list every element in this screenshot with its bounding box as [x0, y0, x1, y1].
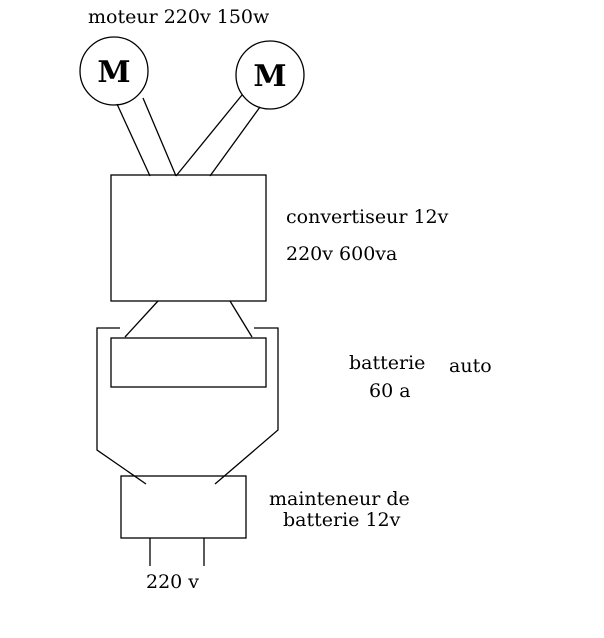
- motor-left-label: M: [97, 55, 130, 90]
- converter-battery-cable-left: [124, 300, 159, 338]
- converter-label-line2: 220v 600va: [286, 243, 397, 265]
- motor-cables: [116, 94, 261, 177]
- motor-right-cable-b: [209, 106, 261, 177]
- converter-box: [110, 174, 267, 302]
- converter-battery-cables: [124, 300, 253, 338]
- battery-outline-left: [96, 327, 147, 485]
- motor-left: M: [79, 36, 149, 106]
- maintainer-box: [120, 475, 247, 539]
- converter-battery-cable-right: [229, 300, 253, 338]
- motor-right-label: M: [253, 59, 286, 94]
- battery-outline-right: [214, 327, 279, 485]
- motor-right-circle: [235, 40, 305, 110]
- converter-label-line1: convertiseur 12v: [286, 206, 449, 228]
- mains-label: 220 v: [146, 571, 199, 593]
- battery-label-line2: auto: [449, 355, 492, 377]
- motor-left-circle: [79, 36, 149, 106]
- battery-label-line1: batterie: [349, 352, 425, 374]
- battery-box: [110, 337, 267, 388]
- motor-right: M: [235, 40, 305, 110]
- battery-label-line3: 60 a: [369, 380, 411, 402]
- motor-title: moteur 220v 150w: [88, 6, 270, 28]
- motor-left-cable-b: [142, 97, 177, 177]
- mains-cables: [149, 538, 205, 566]
- maintainer-label-line1: mainteneur de: [269, 488, 410, 510]
- maintainer-label-line2: batterie 12v: [283, 509, 401, 531]
- motor-right-cable-a: [175, 94, 243, 177]
- motor-left-cable-a: [116, 103, 151, 177]
